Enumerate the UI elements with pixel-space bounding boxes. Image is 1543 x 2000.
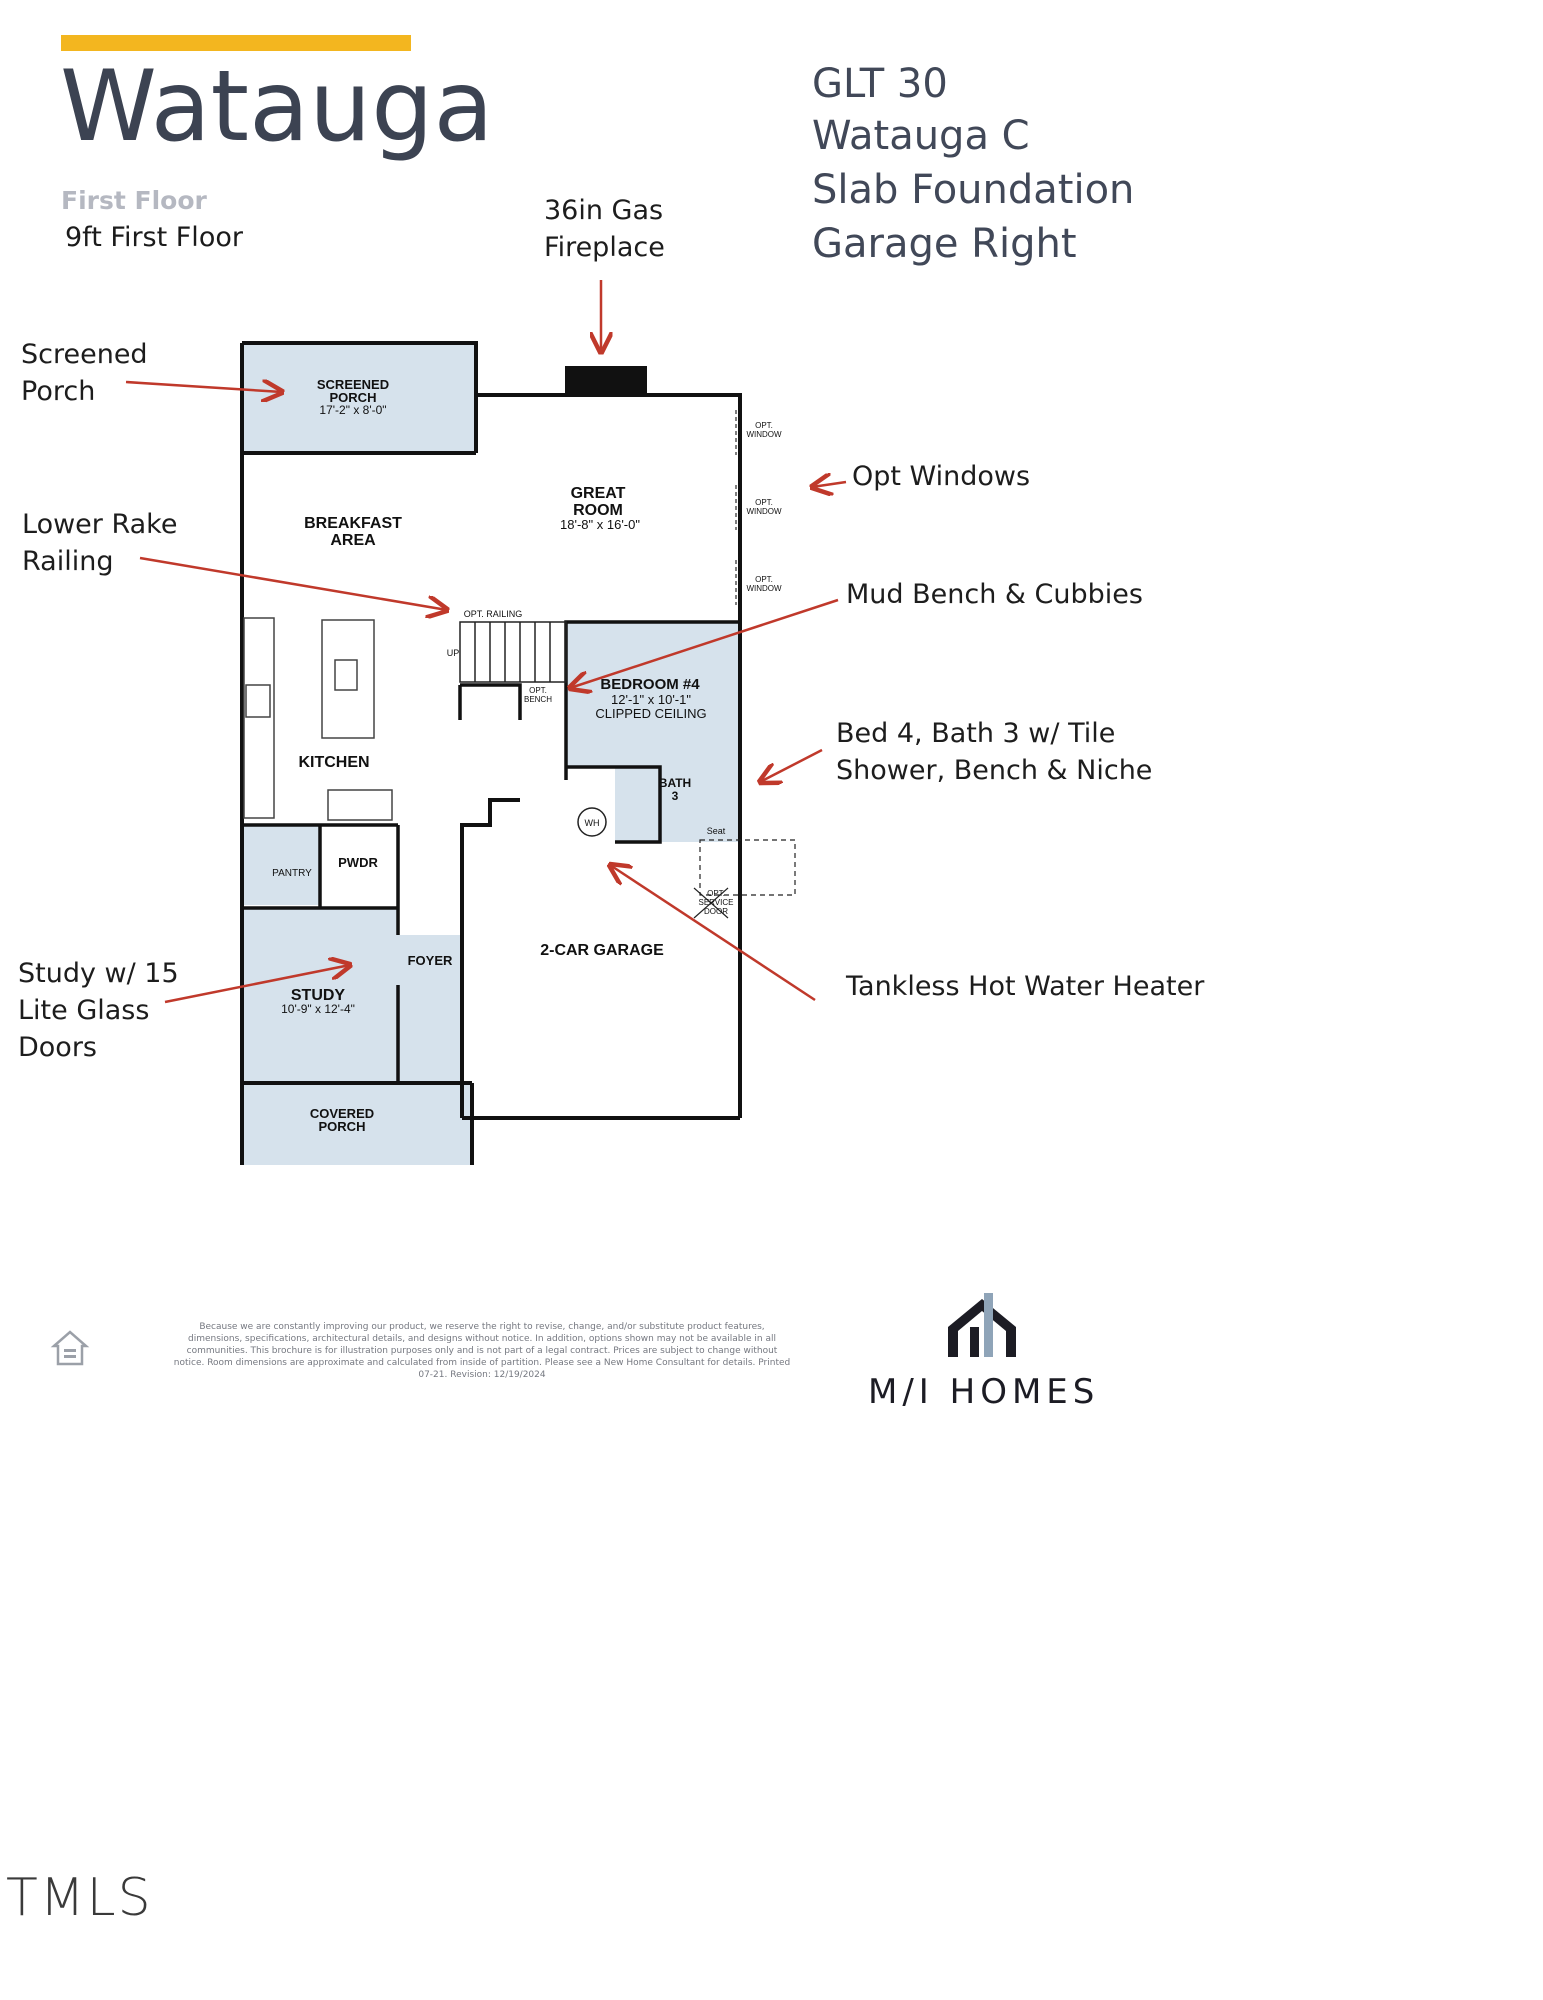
callout-fireplace-line2: Fireplace bbox=[544, 232, 665, 263]
callout-water-heater: Tankless Hot Water Heater bbox=[846, 971, 1205, 1002]
label-breakfast-1: BREAKFAST bbox=[304, 515, 402, 532]
callout-fireplace: 36in Gas Fireplace bbox=[544, 192, 665, 266]
opt-window-1-a: OPT. bbox=[755, 421, 773, 430]
label-great-room-2: ROOM bbox=[573, 502, 623, 519]
accent-bar bbox=[61, 35, 411, 51]
opt-window-3-b: WINDOW bbox=[746, 584, 782, 593]
label-bath3-2: 3 bbox=[672, 789, 679, 803]
callout-lower-rake: Lower Rake Railing bbox=[22, 506, 177, 580]
label-service-door-1: OPT. bbox=[707, 889, 725, 898]
arrow-study bbox=[164, 965, 350, 1004]
label-great-room-1: GREAT bbox=[571, 485, 626, 502]
dims-screened-porch: 17'-2" x 8'-0" bbox=[319, 403, 386, 417]
label-screened-porch-2: PORCH bbox=[330, 390, 377, 405]
callout-lower-rake-line1: Lower Rake bbox=[22, 509, 178, 540]
callout-fireplace-line1: 36in Gas bbox=[544, 195, 664, 226]
arrow-mud-bench bbox=[570, 598, 839, 688]
floor-plan: SCREENED PORCH GREAT ROOM BREAKFAST AREA… bbox=[125, 280, 847, 1165]
label-garage: 2-CAR GARAGE bbox=[540, 942, 664, 959]
arrow-bed4 bbox=[760, 748, 823, 782]
label-covered-porch-2: PORCH bbox=[319, 1119, 366, 1134]
opt-window-1-b: WINDOW bbox=[746, 430, 782, 439]
mi-homes-logo-icon bbox=[948, 1293, 1016, 1357]
bedroom4-fill bbox=[566, 622, 738, 767]
label-covered-porch-1: COVERED bbox=[310, 1106, 374, 1121]
info-line-garage: Garage Right bbox=[812, 221, 1077, 267]
label-seat: Seat bbox=[707, 826, 726, 836]
label-kitchen: KITCHEN bbox=[298, 754, 369, 771]
callout-study-line2: Lite Glass bbox=[18, 995, 150, 1026]
dims-study: 10'-9" x 12'-4" bbox=[281, 1002, 355, 1016]
callout-lower-rake-line2: Railing bbox=[22, 546, 114, 577]
callout-arrows bbox=[125, 280, 847, 1004]
callout-mud-bench: Mud Bench & Cubbies bbox=[846, 579, 1143, 610]
equal-housing-icon bbox=[50, 1330, 90, 1366]
label-study: STUDY bbox=[291, 987, 346, 1004]
brand-name: M/I HOMES bbox=[868, 1372, 1100, 1412]
interior-walls bbox=[242, 620, 740, 1083]
info-line-plan: Watauga C bbox=[812, 113, 1030, 159]
label-opt-railing: OPT. RAILING bbox=[464, 609, 523, 619]
dims-bedroom4: 12'-1" x 10'-1" bbox=[611, 692, 691, 707]
service-door-option bbox=[693, 839, 796, 919]
label-up: UP bbox=[447, 648, 460, 658]
fireplace bbox=[565, 366, 647, 396]
label-breakfast-2: AREA bbox=[330, 532, 376, 549]
stairs bbox=[459, 621, 567, 683]
info-line-foundation: Slab Foundation bbox=[812, 167, 1135, 213]
label-bedroom4: BEDROOM #4 bbox=[600, 676, 700, 693]
arrow-opt-windows bbox=[812, 482, 847, 487]
callout-screened-porch-line2: Porch bbox=[21, 376, 96, 407]
opt-window-2-b: WINDOW bbox=[746, 507, 782, 516]
opt-window-3-a: OPT. bbox=[755, 575, 773, 584]
arrow-screened-porch bbox=[125, 382, 282, 392]
callout-opt-windows: Opt Windows bbox=[852, 461, 1031, 492]
watermark: TMLS bbox=[6, 1868, 153, 1928]
note-bedroom4: CLIPPED CEILING bbox=[595, 706, 706, 721]
bath3-fill bbox=[615, 767, 738, 842]
label-pwdr: PWDR bbox=[338, 855, 378, 870]
label-bath3-1: BATH bbox=[659, 776, 691, 790]
label-service-door-3: DOOR bbox=[704, 907, 728, 916]
label-opt-bench-1: OPT. bbox=[529, 686, 547, 695]
label-screened-porch-1: SCREENED bbox=[317, 377, 389, 392]
water-heater bbox=[577, 807, 607, 837]
label-opt-bench-2: BENCH bbox=[524, 695, 552, 704]
callout-study-line3: Doors bbox=[18, 1032, 97, 1063]
arrow-lower-rake bbox=[139, 556, 447, 610]
dims-great-room: 18'-8" x 16'-0" bbox=[560, 517, 640, 532]
label-pantry: PANTRY bbox=[272, 868, 312, 879]
study-fill bbox=[242, 908, 398, 1083]
callout-bed4: Bed 4, Bath 3 w/ Tile Shower, Bench & Ni… bbox=[836, 715, 1152, 789]
opt-window-2-a: OPT. bbox=[755, 498, 773, 507]
foyer-fill bbox=[398, 935, 462, 1083]
callout-study: Study w/ 15 Lite Glass Doors bbox=[18, 955, 179, 1066]
label-foyer: FOYER bbox=[408, 953, 453, 968]
callout-study-line1: Study w/ 15 bbox=[18, 958, 179, 989]
exterior-walls bbox=[240, 341, 742, 1165]
callout-bed4-line2: Shower, Bench & Niche bbox=[836, 755, 1153, 786]
label-service-door-2: SERVICE bbox=[699, 898, 734, 907]
arrow-water-heater bbox=[610, 865, 816, 1002]
callout-bed4-line1: Bed 4, Bath 3 w/ Tile bbox=[836, 718, 1116, 749]
covered-porch-fill bbox=[242, 1083, 472, 1165]
callout-screened-porch: Screened Porch bbox=[21, 336, 148, 410]
page-title: Watauga bbox=[60, 50, 494, 164]
info-line-lot: GLT 30 bbox=[812, 61, 948, 107]
kitchen-fixtures bbox=[243, 617, 393, 821]
floor-label: First Floor bbox=[61, 186, 207, 215]
callout-screened-porch-line1: Screened bbox=[21, 339, 148, 370]
pantry-fill bbox=[242, 825, 320, 905]
disclaimer: Because we are constantly improving our … bbox=[173, 1322, 791, 1380]
label-wh: WH bbox=[585, 818, 600, 828]
ceiling-label: 9ft First Floor bbox=[65, 222, 243, 253]
